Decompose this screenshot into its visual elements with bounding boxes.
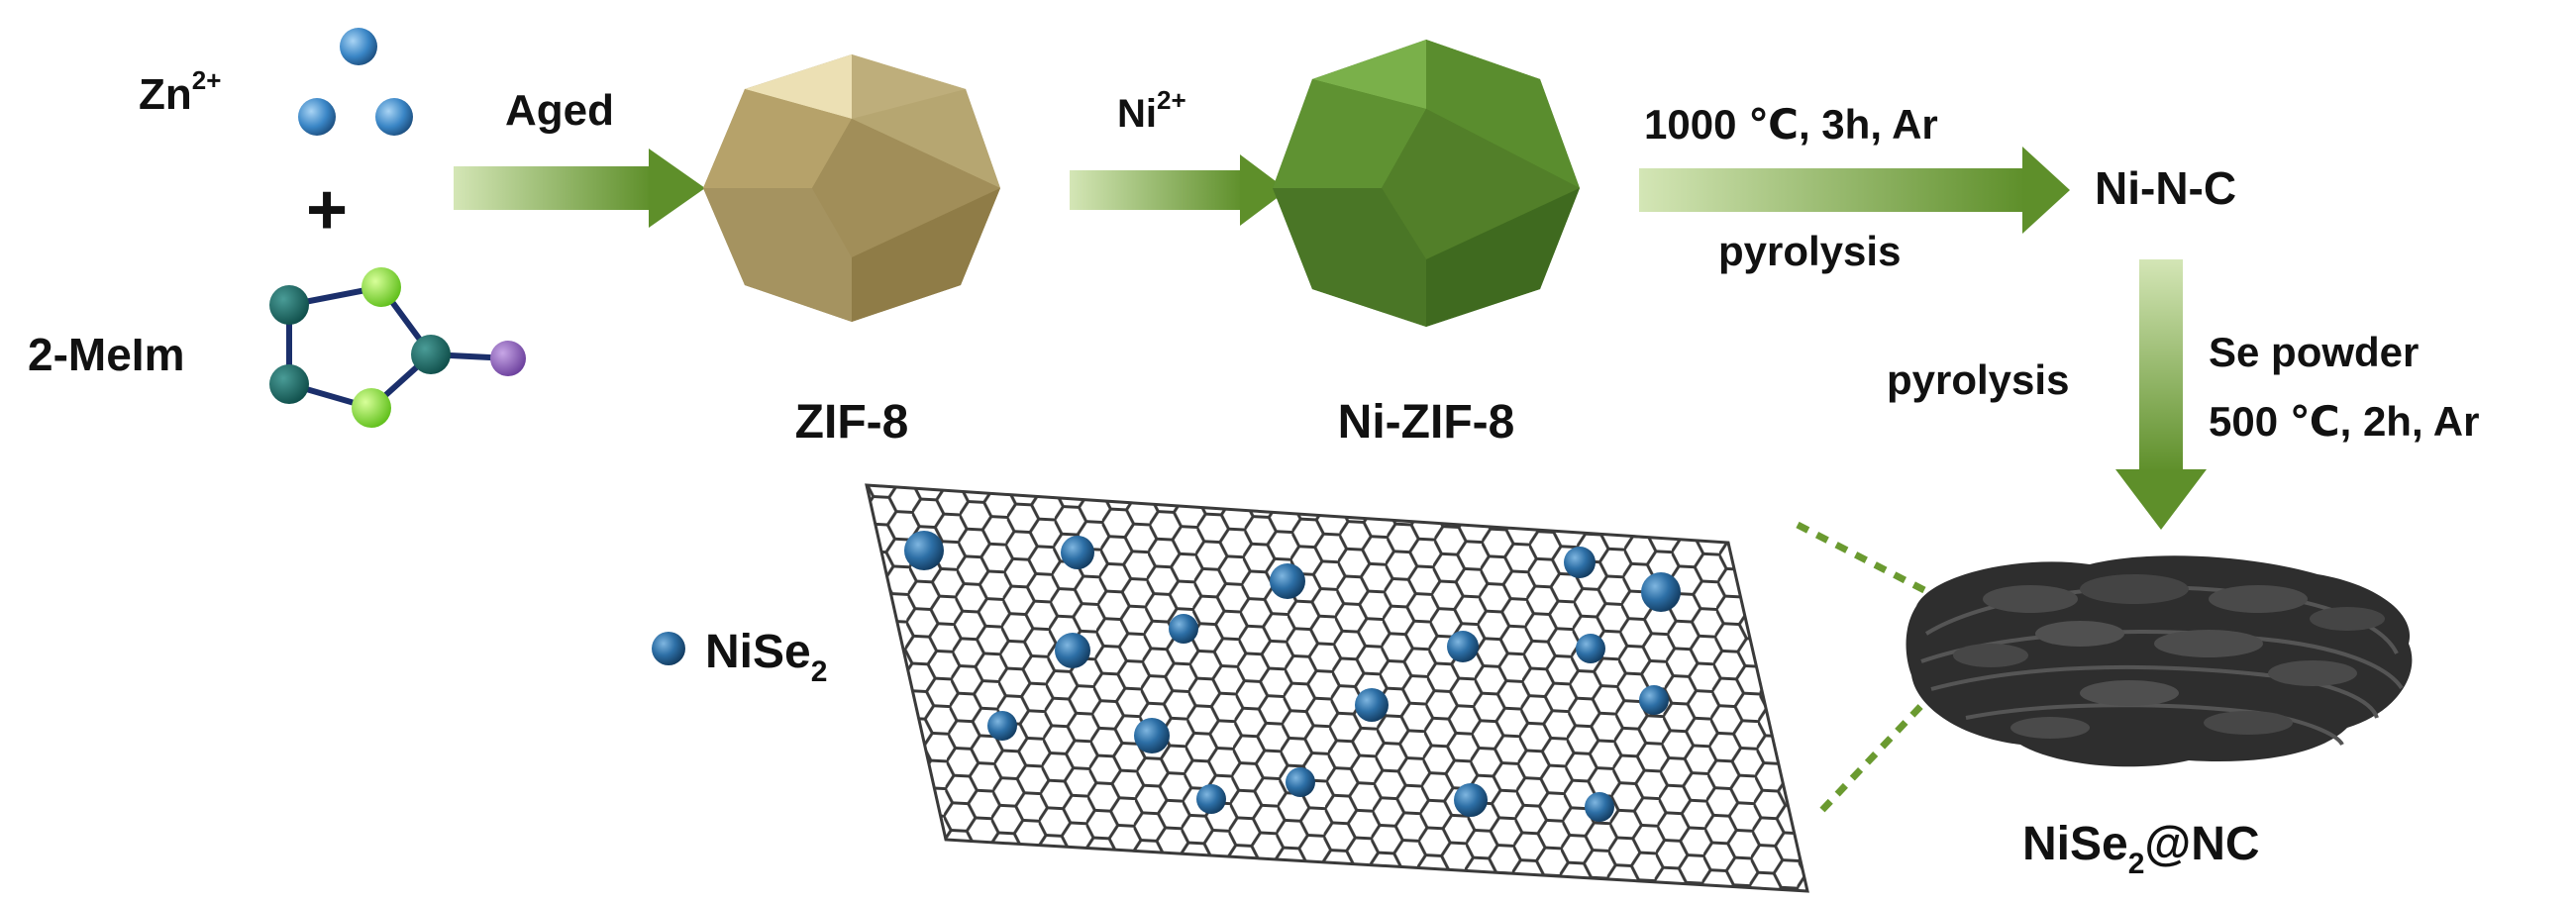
2-meim-label: 2-MeIm bbox=[28, 329, 184, 380]
plus-sign: + bbox=[306, 170, 348, 250]
nise2-particles bbox=[904, 531, 1681, 822]
nise2-particle bbox=[1355, 688, 1389, 722]
aged-label: Aged bbox=[505, 86, 614, 135]
nise2-legend-sphere bbox=[652, 632, 685, 665]
zn-ion-sphere bbox=[375, 98, 413, 136]
pyrolysis-label-2: pyrolysis bbox=[1887, 356, 2069, 403]
nise2-particle bbox=[904, 531, 944, 570]
nise2-particle bbox=[1055, 633, 1090, 668]
zn-charge-superscript: 2+ bbox=[192, 65, 222, 95]
zn-ion-cluster bbox=[298, 28, 413, 136]
methyl-atom bbox=[490, 341, 526, 376]
zif8-crystal bbox=[703, 54, 1000, 322]
carbon-atom bbox=[269, 285, 309, 325]
zn-ion-label: Zn2+ bbox=[139, 65, 221, 119]
nise2-particle bbox=[1169, 614, 1198, 644]
selenization-conditions-label: 500 ℃, 2h, Ar bbox=[2209, 398, 2479, 445]
pyrolysis-conditions-label: 1000 ℃, 3h, Ar bbox=[1644, 101, 1938, 148]
arrow-aged bbox=[454, 149, 705, 228]
nise2-nc-aggregate bbox=[1906, 555, 2413, 767]
nise2-particle bbox=[1270, 563, 1305, 599]
pyrolysis-label-1: pyrolysis bbox=[1718, 228, 1901, 274]
nise2-particle bbox=[1196, 784, 1226, 814]
ni-charge-superscript: 2+ bbox=[1157, 85, 1186, 115]
nise2-particle bbox=[1564, 547, 1596, 578]
nitrogen-atom bbox=[361, 267, 401, 307]
carbon-atom bbox=[269, 364, 309, 404]
zif8-label: ZIF-8 bbox=[795, 396, 909, 449]
arrow-selenization bbox=[2115, 259, 2207, 530]
nise2-particle bbox=[1061, 536, 1094, 569]
nise2-legend-label: NiSe2 bbox=[705, 626, 827, 688]
nise2-particle bbox=[1447, 631, 1479, 662]
2-meim-molecule bbox=[269, 267, 526, 428]
ni-zif8-crystal bbox=[1273, 40, 1580, 327]
nise2-particle bbox=[1454, 783, 1488, 817]
graphene-sheet bbox=[865, 483, 1809, 893]
zn-ion-sphere bbox=[340, 28, 377, 65]
nitrogen-atom bbox=[352, 388, 391, 428]
nise2-particle bbox=[987, 711, 1017, 741]
nise2-particle bbox=[1576, 634, 1605, 663]
nise2-particle bbox=[1134, 718, 1170, 753]
nise2-particle bbox=[1639, 685, 1669, 715]
nise2-particle bbox=[1286, 767, 1315, 797]
nise2-nc-subscript: 2 bbox=[2128, 848, 2145, 880]
se-powder-label: Se powder bbox=[2209, 329, 2419, 375]
nise2-nc-label: NiSe2@NC bbox=[2022, 818, 2260, 880]
ni-n-c-label: Ni-N-C bbox=[2095, 162, 2236, 214]
arrow-ni-doping bbox=[1070, 154, 1288, 226]
nise2-particle bbox=[1585, 792, 1614, 822]
carbon-atom bbox=[411, 335, 451, 374]
arrow-pyrolysis-1 bbox=[1639, 147, 2070, 234]
nise2-particle bbox=[1641, 572, 1681, 612]
nise2-legend: NiSe2 bbox=[652, 626, 827, 688]
zn-ion-sphere bbox=[298, 98, 336, 136]
ni-zif8-label: Ni-ZIF-8 bbox=[1338, 396, 1515, 449]
nise2-legend-subscript: 2 bbox=[811, 655, 828, 688]
ni-ion-label: Ni2+ bbox=[1117, 85, 1186, 136]
